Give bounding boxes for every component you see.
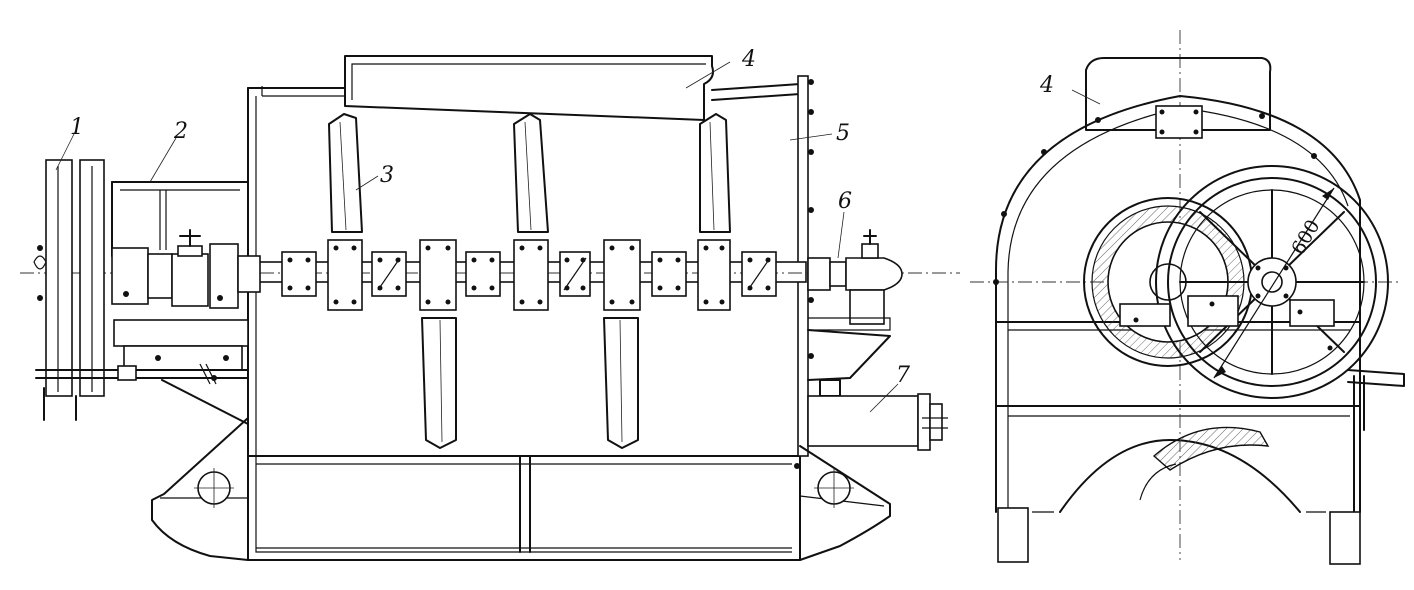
gear-housing xyxy=(111,181,261,321)
outlet-pipe xyxy=(807,329,948,451)
side-lever xyxy=(1347,369,1405,513)
upper-blades xyxy=(328,113,731,233)
drive-frame xyxy=(35,319,249,425)
side-view xyxy=(970,30,1405,565)
drive-pulleys xyxy=(33,159,105,421)
sled-base xyxy=(151,417,891,561)
label-pulley: 1 xyxy=(70,115,84,140)
right-bearing xyxy=(807,229,903,331)
lower-blades xyxy=(421,317,639,449)
label-gear-housing: 2 xyxy=(173,119,188,144)
side-leader-4 xyxy=(1071,89,1101,105)
label-hopper: 4 xyxy=(741,47,756,72)
side-feet xyxy=(997,507,1361,565)
label-outlet: 7 xyxy=(896,363,910,388)
label-drum-end: 5 xyxy=(836,121,850,146)
label-bearing: 6 xyxy=(838,189,852,214)
front-view xyxy=(20,55,960,561)
label-hopper-side: 4 xyxy=(1039,73,1054,98)
label-blade: 3 xyxy=(380,163,394,188)
callout-labels: 1 2 3 4 5 6 7 4 600 xyxy=(70,47,1324,388)
side-bearings xyxy=(1119,295,1335,351)
front-leaders xyxy=(55,61,899,413)
blade-hubs xyxy=(281,239,777,311)
side-chute xyxy=(1139,426,1270,501)
diameter-dimension-line xyxy=(1213,187,1335,379)
side-hopper xyxy=(1085,57,1272,139)
